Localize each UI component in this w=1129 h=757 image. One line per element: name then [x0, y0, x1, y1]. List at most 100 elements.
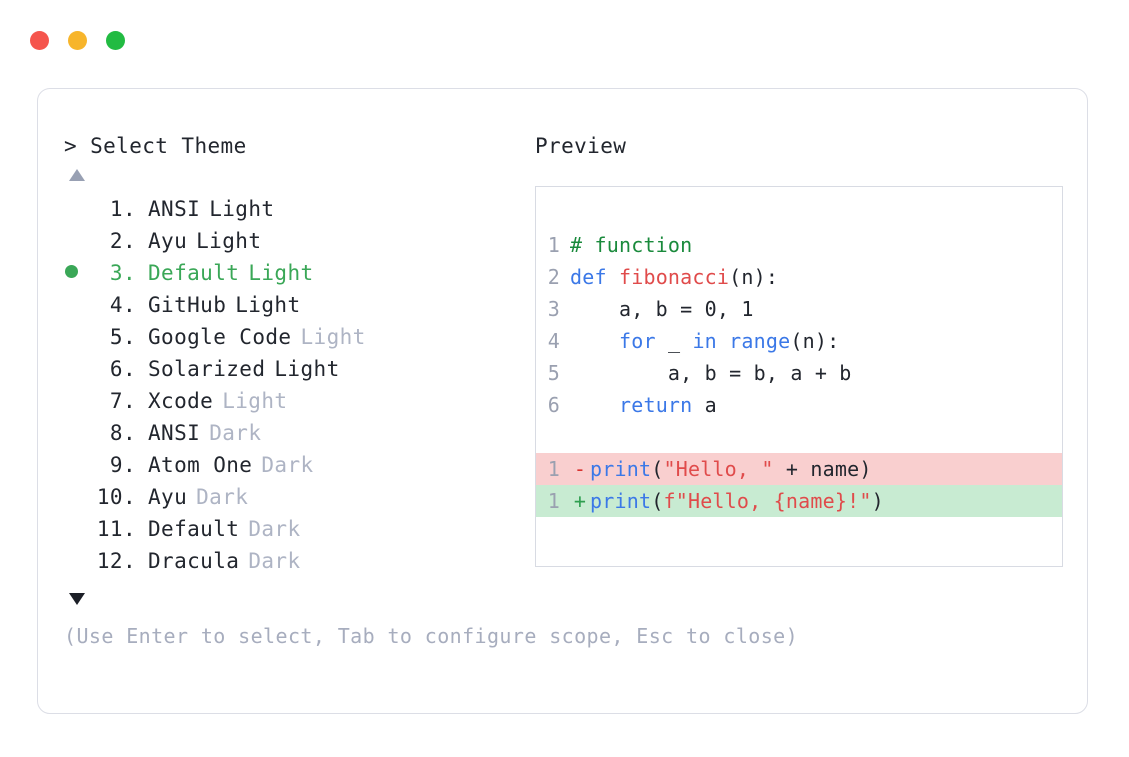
- theme-list-item[interactable]: 4. GitHub Light: [64, 289, 524, 321]
- code-token: in: [692, 329, 717, 353]
- line-number: 2: [547, 265, 560, 289]
- theme-item-name: Default: [148, 261, 240, 285]
- minimize-button[interactable]: [68, 31, 87, 50]
- theme-item-variant: Dark: [261, 453, 314, 477]
- theme-item-index: 9.: [109, 453, 136, 477]
- code-token: + name): [773, 457, 872, 481]
- code-token: "Hello, ": [663, 457, 774, 481]
- theme-item-name: Ayu: [148, 485, 188, 509]
- diff-added-line: 1+print(f"Hello, {name}!"): [536, 485, 1062, 517]
- theme-list-item[interactable]: 10. Ayu Dark: [64, 481, 524, 513]
- keyboard-hint: (Use Enter to select, Tab to configure s…: [64, 624, 799, 648]
- theme-item-variant: Light: [274, 357, 340, 381]
- theme-item-index: 7.: [109, 389, 136, 413]
- theme-item-variant: Light: [235, 293, 301, 317]
- code-token: ): [871, 489, 884, 513]
- theme-list-item[interactable]: 6. Solarized Light: [64, 353, 524, 385]
- line-number: 4: [547, 329, 560, 353]
- code-token: (n):: [790, 329, 840, 353]
- theme-item-name: GitHub: [148, 293, 227, 317]
- code-token: return: [618, 393, 693, 417]
- triangle-down-icon[interactable]: [69, 593, 85, 605]
- code-token: a, b = b, a + b: [570, 361, 852, 385]
- theme-list-item[interactable]: 9. Atom One Dark: [64, 449, 524, 481]
- theme-item-variant: Light: [222, 389, 288, 413]
- theme-item-index: 1.: [109, 197, 136, 221]
- window-traffic-lights: [30, 31, 125, 50]
- theme-item-index: 8.: [109, 421, 136, 445]
- theme-list-item[interactable]: 11. Default Dark: [64, 513, 524, 545]
- line-number: 1: [547, 457, 560, 481]
- theme-item-index: 11.: [96, 517, 136, 541]
- code-token: range: [729, 329, 791, 353]
- code-token: fibonacci: [618, 265, 730, 289]
- code-token: 1: [741, 297, 754, 321]
- theme-item-variant: Light: [248, 261, 314, 285]
- code-token: [570, 329, 619, 353]
- theme-item-name: Default: [148, 517, 240, 541]
- line-number: 5: [547, 361, 560, 385]
- theme-item-name: ANSI: [148, 421, 201, 445]
- code-line-text: a, b = 0, 1: [570, 293, 754, 325]
- selected-dot: [65, 265, 78, 278]
- code-line: 1 # function: [536, 229, 1062, 261]
- theme-item-variant: Light: [300, 325, 366, 349]
- theme-item-name: Atom One: [148, 453, 253, 477]
- code-token: (: [651, 457, 664, 481]
- code-line-text: a, b = b, a + b: [570, 357, 852, 389]
- diff-block: 1-print("Hello, " + name)1+print(f"Hello…: [536, 453, 1062, 517]
- code-token: print: [590, 489, 652, 513]
- code-token: a, b =: [570, 297, 705, 321]
- theme-item-name: Solarized: [148, 357, 266, 381]
- code-token: print: [590, 457, 652, 481]
- theme-item-variant: Dark: [196, 485, 249, 509]
- theme-list-item[interactable]: 12. Dracula Dark: [64, 545, 524, 577]
- close-button[interactable]: [30, 31, 49, 50]
- theme-item-name: Xcode: [148, 389, 214, 413]
- maximize-button[interactable]: [106, 31, 125, 50]
- diff-line-text: print("Hello, " + name): [590, 453, 872, 485]
- theme-item-variant: Dark: [248, 549, 301, 573]
- theme-item-index: 10.: [96, 485, 136, 509]
- code-line-text: for _ in range(n):: [570, 325, 839, 357]
- code-line: 6 return a: [536, 389, 1062, 421]
- code-token: _: [655, 329, 693, 353]
- code-line: 3 a, b = 0, 1: [536, 293, 1062, 325]
- code-line-text: # function: [570, 229, 692, 261]
- theme-item-index: 4.: [109, 293, 136, 317]
- theme-item-variant: Dark: [248, 517, 301, 541]
- line-number: 1: [547, 233, 560, 257]
- triangle-up-icon[interactable]: [69, 169, 85, 181]
- theme-item-variant: Light: [209, 197, 275, 221]
- code-token: # function: [570, 233, 693, 257]
- code-token: ,: [716, 297, 742, 321]
- code-token: def: [570, 265, 619, 289]
- line-number: 6: [547, 393, 560, 417]
- page-title-label: Select Theme: [90, 134, 247, 158]
- theme-list-item[interactable]: 7. Xcode Light: [64, 385, 524, 417]
- line-number: 1: [547, 489, 560, 513]
- preview-label: Preview: [535, 134, 627, 158]
- code-line: 5 a, b = b, a + b: [536, 357, 1062, 389]
- code-line-text: def fibonacci(n):: [570, 261, 778, 293]
- theme-item-name: Dracula: [148, 549, 240, 573]
- theme-item-name: Ayu: [148, 229, 188, 253]
- code-token: f"Hello, {name}!": [663, 489, 872, 513]
- code-spacer: [536, 421, 1062, 453]
- theme-item-index: 5.: [109, 325, 136, 349]
- theme-item-index: 6.: [109, 357, 136, 381]
- code-token: for: [618, 329, 656, 353]
- diff-line-text: print(f"Hello, {name}!"): [590, 485, 884, 517]
- code-token: a: [692, 393, 717, 417]
- theme-item-index: 12.: [96, 549, 136, 573]
